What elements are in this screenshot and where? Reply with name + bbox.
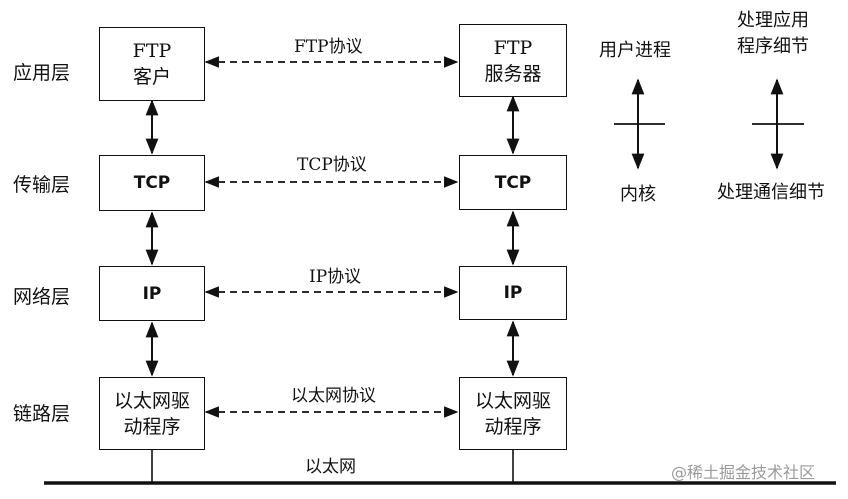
user-process-label: 用户进程 bbox=[599, 40, 671, 61]
layer-label-network: 网络层 bbox=[13, 286, 71, 308]
layer-label-link: 链路层 bbox=[13, 403, 71, 425]
ethernet-bus-label: 以太网 bbox=[305, 457, 356, 477]
left-ip-box: IP bbox=[99, 266, 205, 321]
ftp-protocol-label: FTP协议 bbox=[294, 37, 363, 57]
right-ethernet-driver-box: 以太网驱 动程序 bbox=[459, 377, 567, 450]
ethernet-protocol-label: 以太网协议 bbox=[291, 386, 376, 406]
right-app-line1: FTP bbox=[493, 36, 533, 59]
tcp-protocol-label: TCP协议 bbox=[297, 155, 367, 175]
ip-protocol-label: IP协议 bbox=[309, 267, 362, 287]
left-ip-label: IP bbox=[142, 283, 162, 304]
left-link-line2: 动程序 bbox=[123, 415, 181, 438]
watermark: @稀土掘金技术社区 bbox=[671, 463, 816, 482]
comm-details-label: 处理通信细节 bbox=[717, 182, 825, 203]
layer-label-application: 应用层 bbox=[13, 62, 71, 84]
right-ip-label: IP bbox=[503, 283, 523, 303]
left-ethernet-driver-box: 以太网驱 动程序 bbox=[99, 377, 205, 450]
right-tcp-label: TCP bbox=[494, 172, 532, 193]
right-ftp-server-box: FTP 服务器 bbox=[459, 24, 567, 97]
layer-label-transport: 传输层 bbox=[13, 174, 71, 196]
app-details-line2: 程序细节 bbox=[737, 36, 809, 57]
right-link-line2: 动程序 bbox=[484, 415, 542, 438]
app-details-label: 处理应用 程序细节 bbox=[737, 8, 809, 60]
left-link-line1: 以太网驱 bbox=[113, 389, 190, 412]
app-details-line1: 处理应用 bbox=[737, 10, 809, 31]
right-app-line2: 服务器 bbox=[484, 62, 542, 85]
left-app-line2: 客户 bbox=[132, 66, 171, 88]
kernel-label: 内核 bbox=[620, 184, 656, 205]
right-tcp-box: TCP bbox=[459, 155, 567, 210]
left-tcp-label: TCP bbox=[133, 173, 171, 193]
left-ftp-client-box: FTP 客户 bbox=[99, 27, 205, 101]
left-tcp-box: TCP bbox=[99, 155, 205, 211]
left-app-line1: FTP bbox=[132, 40, 172, 62]
right-link-line1: 以太网驱 bbox=[474, 389, 551, 412]
right-ip-box: IP bbox=[459, 266, 567, 320]
